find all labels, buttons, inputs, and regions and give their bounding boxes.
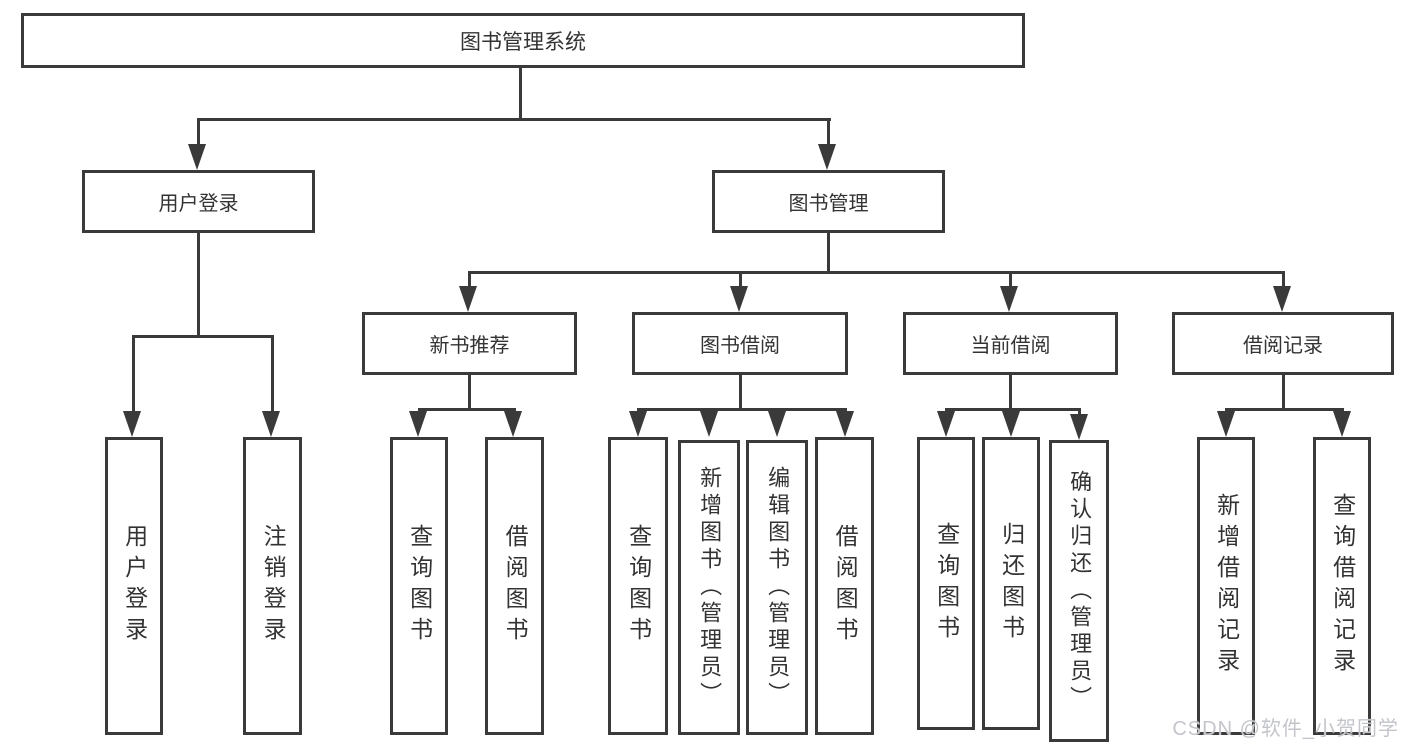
connector-line — [468, 271, 471, 288]
arrowhead-down-icon — [188, 144, 206, 170]
node-label: 新书推荐 — [429, 335, 510, 357]
arrowhead-down-icon — [937, 411, 955, 437]
arrowhead-down-icon — [836, 411, 854, 437]
connector-line — [133, 335, 274, 338]
leaf-label: 归还图书 — [998, 521, 1025, 646]
leaf-query-books-borrow: 查询图书 — [608, 437, 668, 735]
csdn-watermark: CSDN @软件_小贺同学 — [1172, 718, 1399, 740]
leaf-label: 注销登录 — [260, 524, 287, 648]
connector-line — [469, 271, 1284, 274]
leaf-edit-books-admin: 编辑图书（管理员） — [746, 440, 808, 735]
arrowhead-down-icon — [1070, 414, 1088, 440]
arrowhead-down-icon — [730, 286, 748, 312]
connector-line — [1282, 271, 1285, 288]
node-label: 图书借阅 — [700, 335, 780, 357]
leaf-confirm-return-admin: 确认归还（管理员） — [1049, 440, 1109, 742]
node-label: 当前借阅 — [970, 335, 1051, 357]
arrowhead-down-icon — [409, 411, 427, 437]
node-user-login: 用户登录 — [82, 170, 315, 233]
arrowhead-down-icon — [768, 411, 786, 437]
arrowhead-down-icon — [1273, 286, 1291, 312]
connector-line — [519, 68, 522, 118]
leaf-return-books: 归还图书 — [982, 437, 1040, 730]
arrowhead-down-icon — [700, 411, 718, 437]
leaf-label: 新增借阅记录 — [1213, 493, 1240, 679]
arrowhead-down-icon — [629, 411, 647, 437]
arrowhead-down-icon — [1002, 411, 1020, 437]
connector-line — [1225, 408, 1344, 411]
leaf-add-borrow-record: 新增借阅记录 — [1197, 437, 1255, 735]
leaf-user-login: 用户登录 — [105, 437, 163, 735]
connector-line — [198, 118, 831, 121]
leaf-query-books-current: 查询图书 — [917, 437, 975, 730]
connector-line — [1009, 375, 1012, 408]
arrowhead-down-icon — [1333, 411, 1351, 437]
leaf-label: 借阅图书 — [832, 524, 859, 648]
node-current-borrow: 当前借阅 — [903, 312, 1118, 375]
connector-line — [197, 233, 200, 335]
leaf-label: 借阅图书 — [502, 524, 529, 648]
connector-line — [739, 271, 742, 288]
leaf-add-books-admin: 新增图书（管理员） — [678, 440, 740, 735]
arrowhead-down-icon — [504, 411, 522, 437]
connector-line — [132, 335, 135, 413]
arrowhead-down-icon — [1000, 286, 1018, 312]
arrowhead-down-icon — [262, 411, 280, 437]
leaf-label: 查询图书 — [406, 524, 433, 648]
leaf-label: 查询图书 — [933, 521, 960, 646]
leaf-label: 编辑图书（管理员） — [765, 466, 791, 709]
connector-line — [827, 233, 830, 271]
node-label: 图书管理系统 — [460, 30, 586, 54]
leaf-label: 确认归还（管理员） — [1067, 469, 1093, 713]
leaf-label: 用户登录 — [121, 524, 148, 648]
leaf-label: 新增图书（管理员） — [697, 466, 723, 709]
node-book-borrow: 图书借阅 — [632, 312, 848, 375]
leaf-query-borrow-record: 查询借阅记录 — [1313, 437, 1371, 735]
connector-line — [827, 118, 830, 146]
node-book-management: 图书管理 — [712, 170, 945, 233]
node-borrow-records: 借阅记录 — [1172, 312, 1394, 375]
leaf-label: 查询借阅记录 — [1329, 493, 1356, 679]
arrowhead-down-icon — [1217, 411, 1235, 437]
connector-line — [1009, 271, 1012, 288]
connector-line — [468, 375, 471, 408]
connector-line — [637, 408, 846, 411]
leaf-borrow-books-recommend: 借阅图书 — [485, 437, 544, 735]
node-new-book-recommend: 新书推荐 — [362, 312, 577, 375]
node-label: 借阅记录 — [1243, 335, 1323, 357]
node-label: 图书管理 — [788, 193, 869, 215]
connector-line — [418, 408, 516, 411]
connector-line — [1282, 375, 1285, 408]
arrowhead-down-icon — [123, 411, 141, 437]
leaf-label: 查询图书 — [625, 524, 652, 648]
arrowhead-down-icon — [459, 286, 477, 312]
arrowhead-down-icon — [818, 144, 836, 170]
leaf-logout: 注销登录 — [243, 437, 302, 735]
connector-line — [1078, 408, 1081, 414]
node-label: 用户登录 — [158, 193, 239, 215]
connector-line — [271, 335, 274, 413]
leaf-query-books-recommend: 查询图书 — [390, 437, 448, 735]
connector-line — [739, 375, 742, 408]
leaf-borrow-books: 借阅图书 — [815, 437, 874, 735]
node-library-system: 图书管理系统 — [21, 13, 1025, 68]
connector-line — [197, 118, 200, 146]
